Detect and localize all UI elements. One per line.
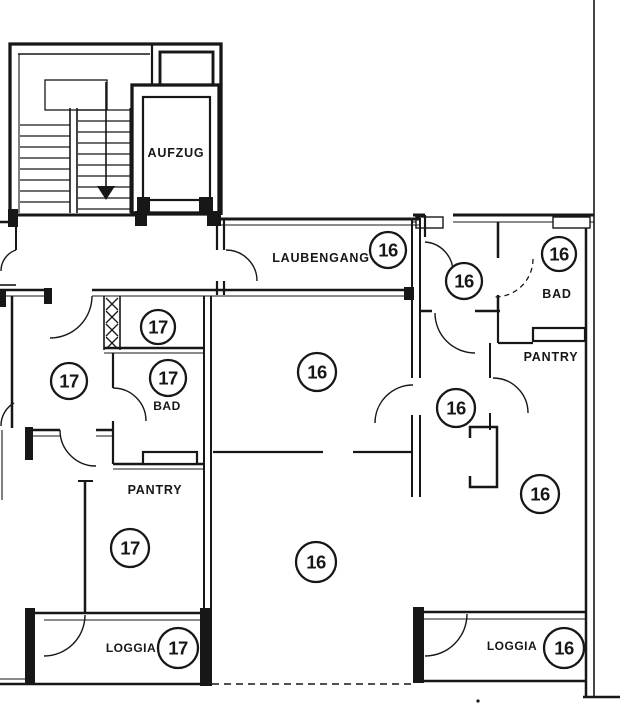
door-arc <box>424 613 468 657</box>
stair-direction-arrow <box>97 82 115 200</box>
door-arc <box>49 295 93 339</box>
door-arc <box>374 384 414 424</box>
unit-badge-cabinet-left: 17 <box>139 308 177 346</box>
outer-walls <box>413 0 620 699</box>
svg-text:17: 17 <box>158 368 178 389</box>
duct-shaft <box>158 50 215 87</box>
stairs-icon <box>20 79 131 213</box>
unit-badge-bath-left: 17 <box>148 358 188 398</box>
unit-badge-loggia-right: 16 <box>542 626 586 670</box>
unit-badge-upper-center: 16 <box>296 351 338 393</box>
svg-text:16: 16 <box>307 362 327 383</box>
loggia-16 <box>413 607 587 683</box>
elevator-label: AUFZUG <box>148 146 205 160</box>
svg-text:17: 17 <box>148 317 168 338</box>
loggia-17 <box>0 608 212 686</box>
unit-badge-laubengang: 16 <box>368 230 408 270</box>
unit-badge-room-right: 16 <box>519 473 561 515</box>
door-arc <box>112 387 147 422</box>
door-arc <box>424 241 454 273</box>
door-arc <box>0 402 15 427</box>
door-reveal <box>415 216 444 229</box>
door-arc <box>59 429 97 467</box>
unit-badge-vestibule: 16 <box>444 261 484 301</box>
door-arc <box>0 249 17 272</box>
loggia-right-label: LOGGIA <box>487 639 537 653</box>
gallery-corridor: LAUBENGANG <box>0 217 420 304</box>
bath-right-label: BAD <box>542 287 571 301</box>
svg-text:17: 17 <box>120 538 140 559</box>
pantry-niche-left <box>141 450 199 466</box>
elevator-shaft: AUFZUG <box>130 83 221 215</box>
svg-text:17: 17 <box>168 638 188 659</box>
door-arc <box>225 249 258 282</box>
unit-badge-loggia-left: 17 <box>156 626 200 670</box>
svg-text:16: 16 <box>549 244 569 265</box>
svg-text:16: 16 <box>306 552 326 573</box>
svg-text:16: 16 <box>554 638 574 659</box>
door-arc <box>43 614 86 657</box>
svg-text:16: 16 <box>530 484 550 505</box>
bath-left-label: BAD <box>153 399 181 413</box>
door-arc <box>434 312 476 354</box>
unit-badge-hall-right: 16 <box>435 387 477 429</box>
door-arc <box>494 258 534 298</box>
pantry-left-label: PANTRY <box>128 483 183 497</box>
svg-text:16: 16 <box>446 398 466 419</box>
closet <box>468 425 499 489</box>
unit-badge-living-left: 17 <box>49 361 89 401</box>
scan-speck <box>476 699 480 703</box>
party-wall <box>203 296 212 612</box>
unit-badge-lower-center: 16 <box>294 540 338 584</box>
closet-x-marks <box>105 297 119 350</box>
unit-badge-bath-right: 16 <box>540 235 578 273</box>
pantry-right-label: PANTRY <box>524 350 579 364</box>
door-arc <box>492 377 529 414</box>
svg-text:16: 16 <box>378 240 398 261</box>
svg-text:16: 16 <box>454 271 474 292</box>
unit-badge-lower-left: 17 <box>109 527 151 569</box>
gallery-label: LAUBENGANG <box>272 251 370 265</box>
pantry-niche-right <box>531 326 587 343</box>
svg-text:17: 17 <box>59 371 79 392</box>
window-reveal <box>552 216 591 229</box>
loggia-left-label: LOGGIA <box>106 641 156 655</box>
apartment-17 <box>0 220 204 613</box>
